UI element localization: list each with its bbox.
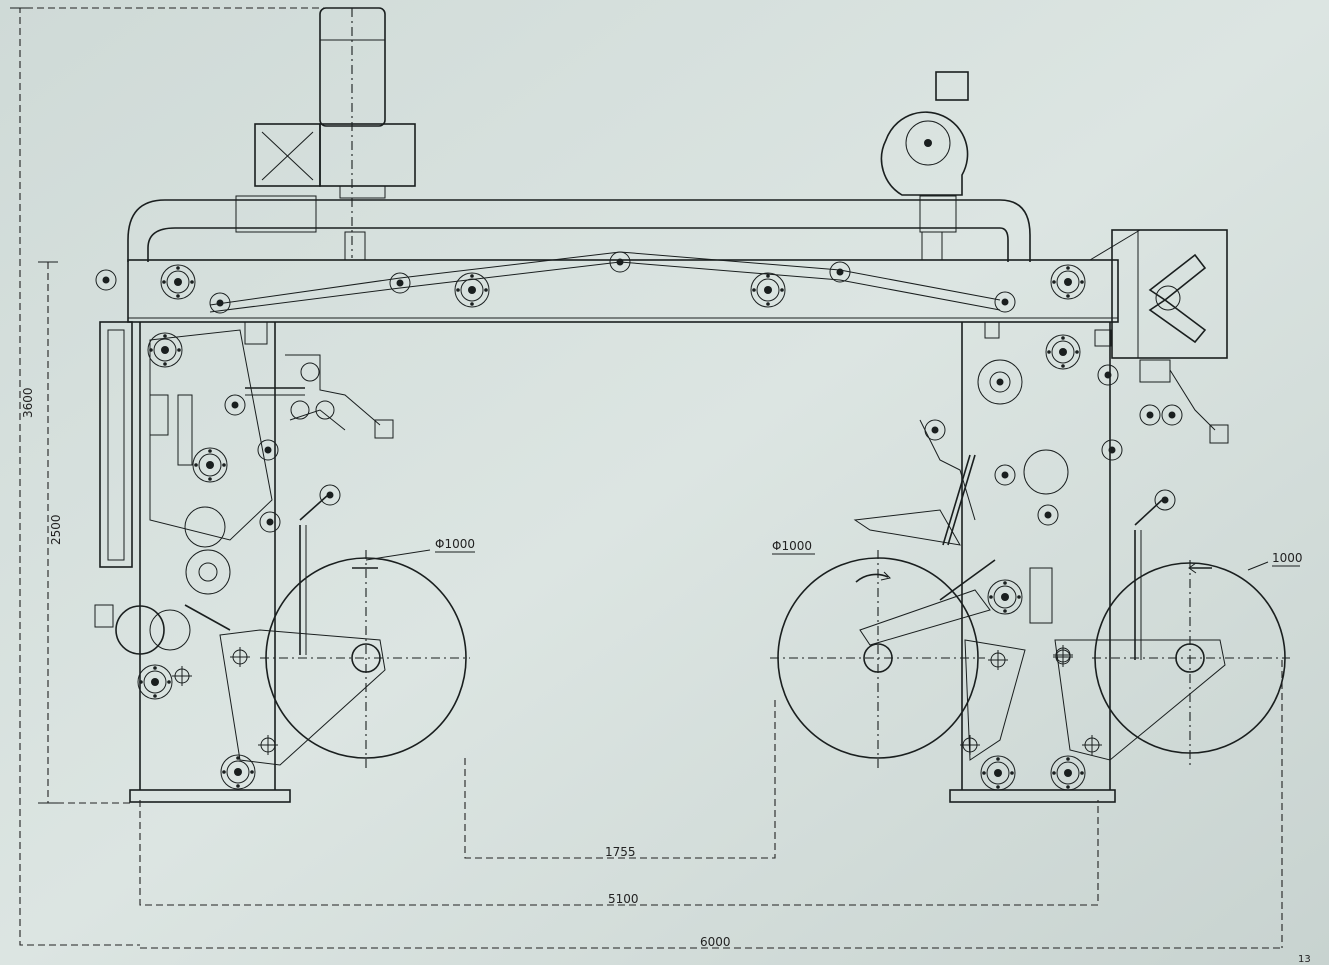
right-roll-diameter-label: 1000 xyxy=(1272,551,1303,565)
blower-fan xyxy=(880,71,969,196)
overall-height-label: 3600 xyxy=(21,387,35,418)
overall-width-label: 6000 xyxy=(700,935,731,949)
left-unwind-roll xyxy=(260,549,470,770)
bottom-dimensions xyxy=(139,660,1283,949)
label-leaders xyxy=(435,551,1300,567)
middle-unit-frame xyxy=(853,321,1123,803)
frame-width-label: 5100 xyxy=(608,892,639,906)
frame-height-label: 2500 xyxy=(49,514,63,545)
right-rewind-roll xyxy=(1092,560,1290,765)
roll-gap-label: 1755 xyxy=(605,845,636,859)
middle-rewind-roll xyxy=(770,550,985,770)
top-beam xyxy=(127,259,1119,323)
dimension-labels: 3600 2500 1755 5100 6000 Φ1000 Φ1000 100… xyxy=(21,387,1311,965)
air-duct xyxy=(127,195,1031,262)
outer-dimension-lines xyxy=(10,7,330,946)
middle-roll-diameter-label: Φ1000 xyxy=(772,539,812,553)
drive-motor xyxy=(254,7,416,258)
page-number: 13 xyxy=(1298,954,1311,965)
left-unwind-frame xyxy=(94,321,394,803)
left-roll-diameter-label: Φ1000 xyxy=(435,537,475,551)
right-unit-frame xyxy=(1052,229,1229,761)
